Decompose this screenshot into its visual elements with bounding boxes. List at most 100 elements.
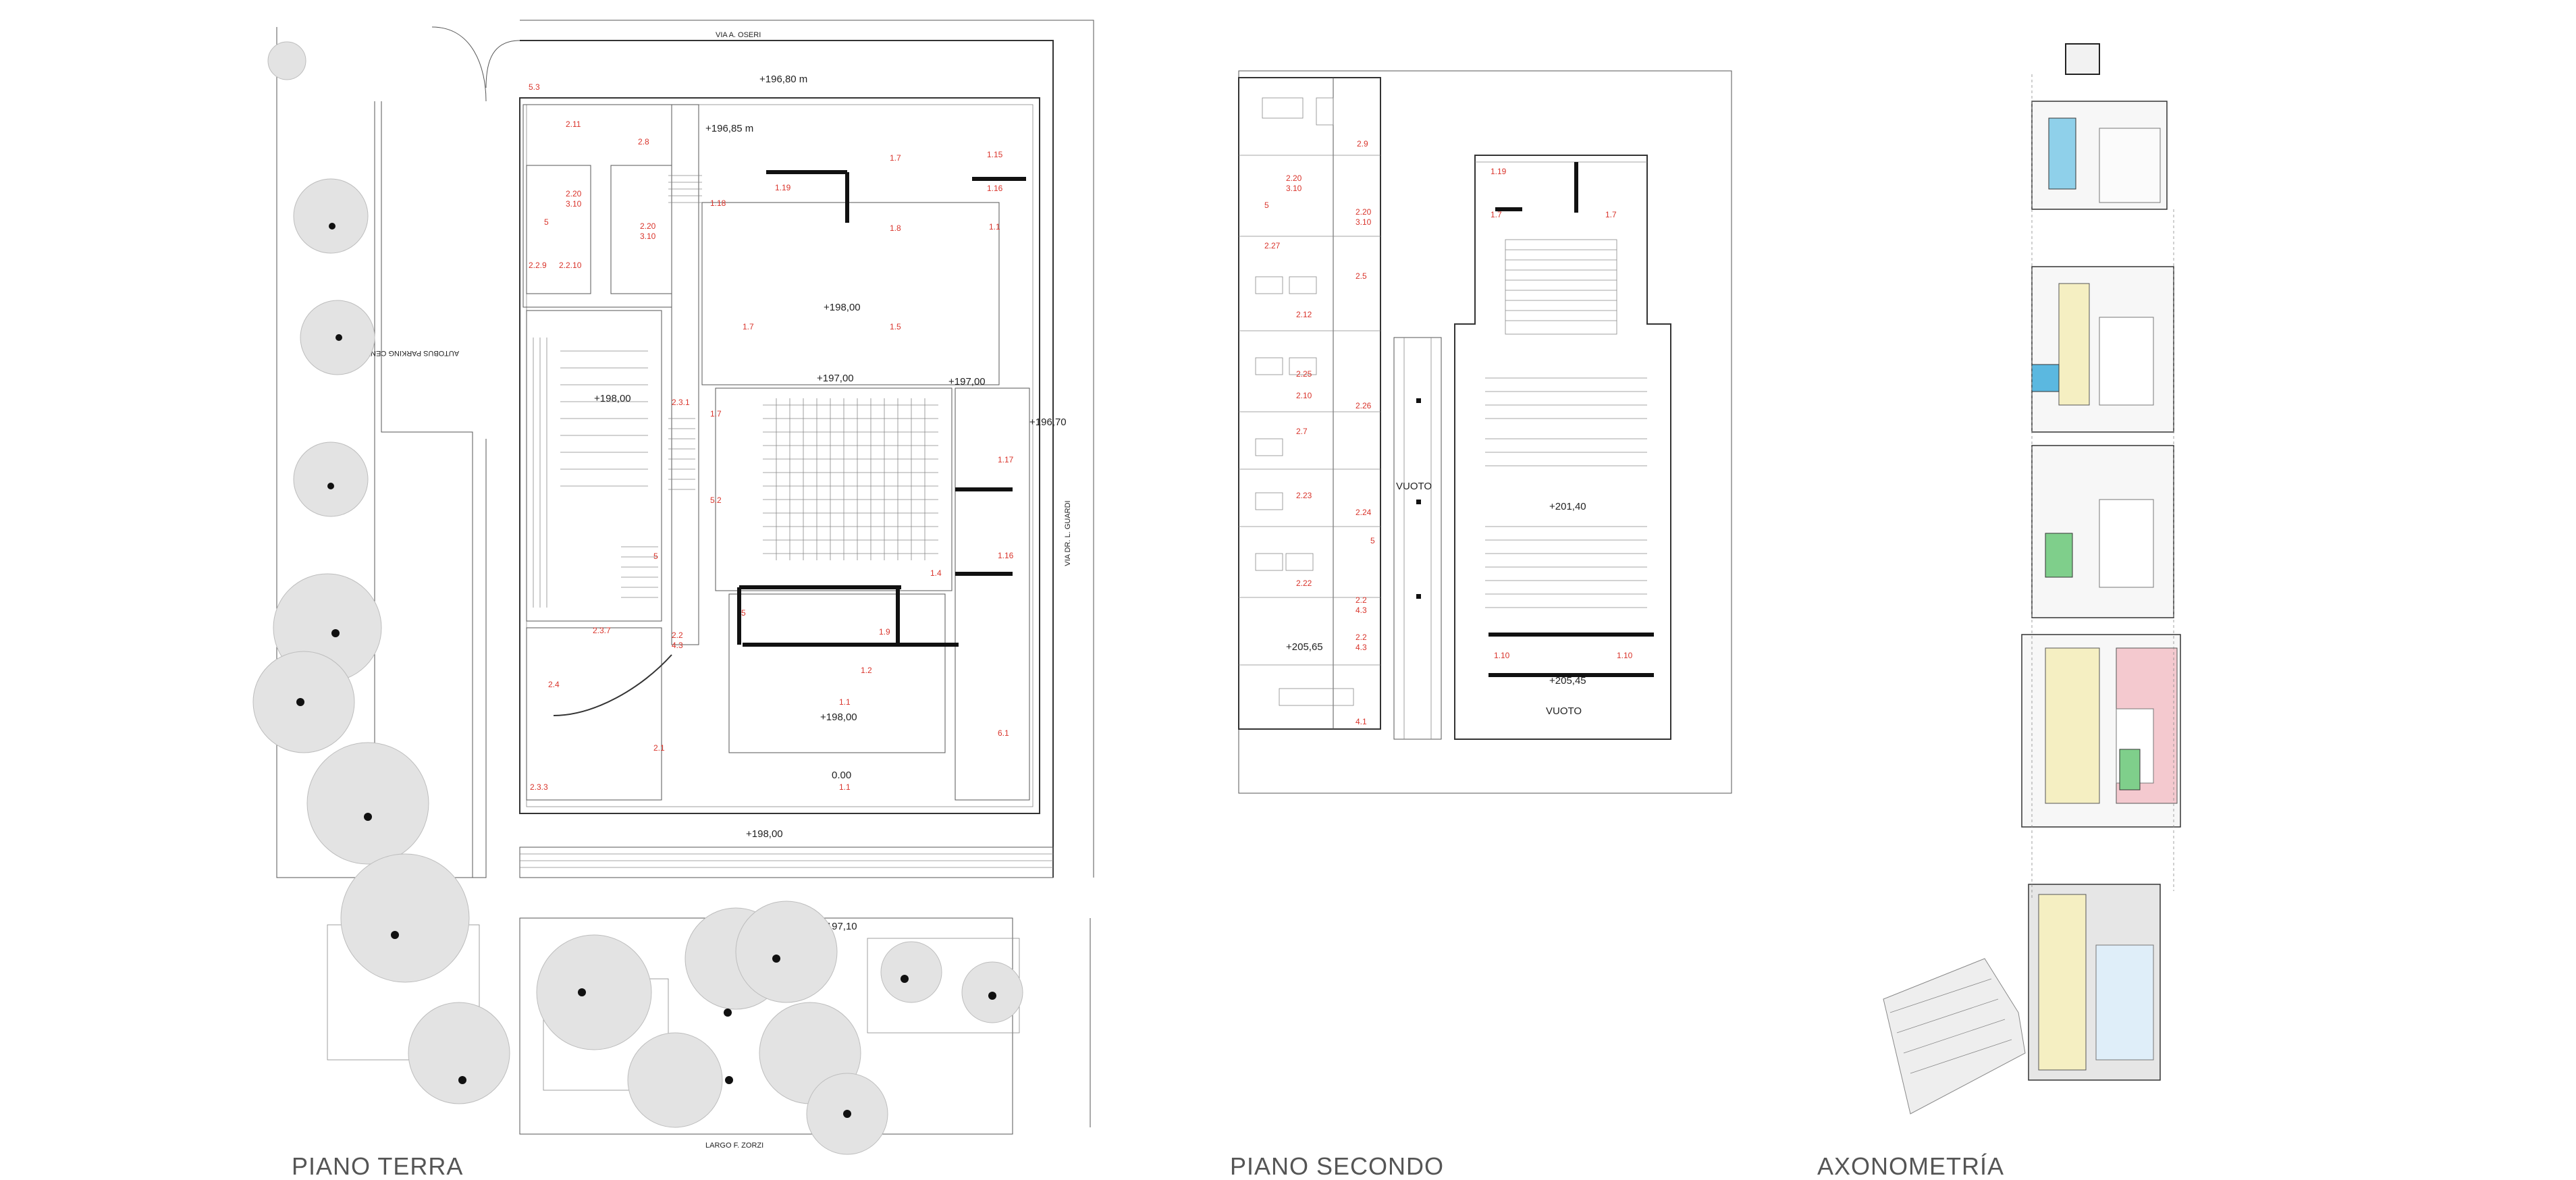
- level-205-45: +205,45: [1549, 675, 1586, 687]
- title-axonometry: AXONOMETRÍA: [1817, 1152, 2004, 1180]
- level-205-65: +205,65: [1286, 641, 1323, 653]
- svg-text:1.19: 1.19: [775, 183, 791, 192]
- svg-text:2.2: 2.2: [1356, 595, 1367, 605]
- svg-text:2.10: 2.10: [1296, 391, 1312, 400]
- axonometry: AXONOMETRÍA: [1817, 43, 2181, 1180]
- void-label-stage: VUOTO: [1546, 705, 1582, 717]
- svg-text:2.12: 2.12: [1296, 310, 1312, 319]
- ground-room-numbers: 5.3 2.11 2.8 2.20 3.10 5 2.20 3.10 2.2.9…: [529, 82, 1014, 792]
- level-196-80: +196,80 m: [759, 74, 807, 85]
- axo-level-second: [2031, 445, 2174, 618]
- axo-level-upper: [2031, 266, 2174, 433]
- svg-text:2.20: 2.20: [566, 189, 582, 198]
- svg-text:4.3: 4.3: [672, 641, 683, 650]
- level-198-00-hall: +198,00: [820, 712, 857, 723]
- svg-text:1.1: 1.1: [989, 222, 1000, 232]
- svg-text:5: 5: [1370, 536, 1375, 545]
- axo-level-ground: [1883, 884, 2161, 1115]
- level-196-85: +196,85 m: [705, 123, 753, 134]
- svg-text:1.5: 1.5: [890, 322, 901, 331]
- svg-text:4.3: 4.3: [1356, 643, 1367, 652]
- svg-text:1.18: 1.18: [710, 198, 726, 208]
- title-second-floor: PIANO SECONDO: [1230, 1152, 1444, 1180]
- svg-text:2.27: 2.27: [1264, 241, 1281, 250]
- svg-text:1.16: 1.16: [987, 184, 1003, 193]
- level-198-00-class: +198,00: [594, 393, 631, 404]
- svg-text:2.3.3: 2.3.3: [530, 782, 548, 792]
- axo-level-first: [2021, 634, 2181, 828]
- svg-text:1.10: 1.10: [1617, 651, 1633, 660]
- svg-text:5: 5: [653, 552, 658, 561]
- svg-text:1.1: 1.1: [839, 697, 851, 707]
- svg-text:2.24: 2.24: [1356, 508, 1372, 517]
- svg-text:2.2.10: 2.2.10: [559, 261, 582, 270]
- svg-text:2.25: 2.25: [1296, 369, 1312, 379]
- svg-text:2.20: 2.20: [640, 221, 656, 231]
- svg-text:1.4: 1.4: [930, 568, 942, 578]
- svg-text:3.10: 3.10: [1356, 217, 1372, 227]
- svg-text:2.4: 2.4: [548, 680, 560, 689]
- street-north-label: VIA A. OSERI: [716, 31, 761, 39]
- axo-level-roof: [2031, 43, 2168, 210]
- second-room-numbers: 2.9 2.20 3.10 5 2.20 3.10 2.27 2.5 2.12 …: [1264, 139, 1633, 726]
- svg-text:1.9: 1.9: [879, 627, 890, 637]
- svg-text:1.17: 1.17: [998, 455, 1014, 464]
- svg-text:1.7: 1.7: [1605, 210, 1617, 219]
- svg-text:2.3.1: 2.3.1: [672, 398, 690, 407]
- second-office-desks: [1255, 97, 1354, 706]
- svg-text:2.11: 2.11: [566, 119, 581, 129]
- svg-text:2.2: 2.2: [1356, 633, 1367, 642]
- svg-text:4.1: 4.1: [1356, 717, 1367, 726]
- svg-text:3.10: 3.10: [566, 199, 582, 209]
- svg-text:2.23: 2.23: [1296, 491, 1312, 500]
- level-197-00-b: +197,00: [948, 376, 986, 387]
- svg-text:1.19: 1.19: [1491, 167, 1507, 176]
- ground-classroom-desks: [533, 338, 648, 608]
- street-east-label: VIA DR. L. GUARDI: [1064, 500, 1072, 566]
- svg-text:1.7: 1.7: [1491, 210, 1502, 219]
- svg-text:2.8: 2.8: [638, 137, 649, 146]
- svg-text:3.10: 3.10: [640, 232, 656, 241]
- svg-text:1.2: 1.2: [861, 666, 872, 675]
- svg-text:1.8: 1.8: [890, 223, 901, 233]
- svg-text:1.7: 1.7: [890, 153, 901, 163]
- svg-text:2.22: 2.22: [1296, 579, 1312, 588]
- level-198-00-foyer: +198,00: [824, 302, 861, 313]
- svg-text:2.5: 2.5: [1356, 271, 1367, 281]
- street-south-label: LARGO F. ZORZI: [705, 1142, 763, 1150]
- svg-text:5: 5: [544, 217, 549, 227]
- svg-text:2.2: 2.2: [672, 631, 683, 640]
- svg-text:2.26: 2.26: [1356, 401, 1372, 410]
- ground-level-markers: +196,80 m +196,85 m +198,00 +197,00 +197…: [594, 74, 1067, 932]
- svg-text:2.20: 2.20: [1356, 207, 1372, 217]
- svg-text:1.16: 1.16: [998, 551, 1014, 560]
- svg-text:6.1: 6.1: [998, 728, 1009, 738]
- ground-trees: [252, 41, 1023, 1155]
- second-auditorium-seats: [1485, 377, 1647, 608]
- svg-text:1.1: 1.1: [839, 782, 851, 792]
- title-ground-floor: PIANO TERRA: [292, 1152, 463, 1180]
- svg-text:5.3: 5.3: [529, 82, 540, 92]
- ground-auditorium-seats: [763, 398, 938, 560]
- second-floor-plan: VUOTO VUOTO +201,40 +205,65 +205,45 2.9 …: [1230, 70, 1732, 1180]
- level-198-00-entry: +198,00: [746, 828, 783, 840]
- level-201-40: +201,40: [1549, 501, 1586, 512]
- level-196-70: +196,70: [1029, 417, 1067, 428]
- svg-text:2.9: 2.9: [1357, 139, 1368, 149]
- svg-text:1.7: 1.7: [710, 409, 722, 419]
- svg-text:2.3.7: 2.3.7: [593, 626, 611, 635]
- ground-floor-plan: AUTOBUS PARKING CENTRO: [252, 20, 1094, 1180]
- svg-text:2.20: 2.20: [1286, 173, 1302, 183]
- svg-text:5: 5: [1264, 200, 1269, 210]
- svg-text:2.1: 2.1: [653, 743, 665, 753]
- ground-tree-trunks: [296, 223, 996, 1118]
- svg-text:1.7: 1.7: [743, 322, 754, 331]
- street-west-label: AUTOBUS PARKING CENTRO: [354, 349, 459, 357]
- svg-text:5.2: 5.2: [710, 495, 722, 505]
- void-label-corridor: VUOTO: [1396, 481, 1432, 492]
- level-197-00-a: +197,00: [817, 373, 854, 384]
- svg-text:5: 5: [741, 608, 746, 618]
- level-0-00: 0.00: [832, 770, 851, 781]
- svg-text:3.10: 3.10: [1286, 184, 1302, 193]
